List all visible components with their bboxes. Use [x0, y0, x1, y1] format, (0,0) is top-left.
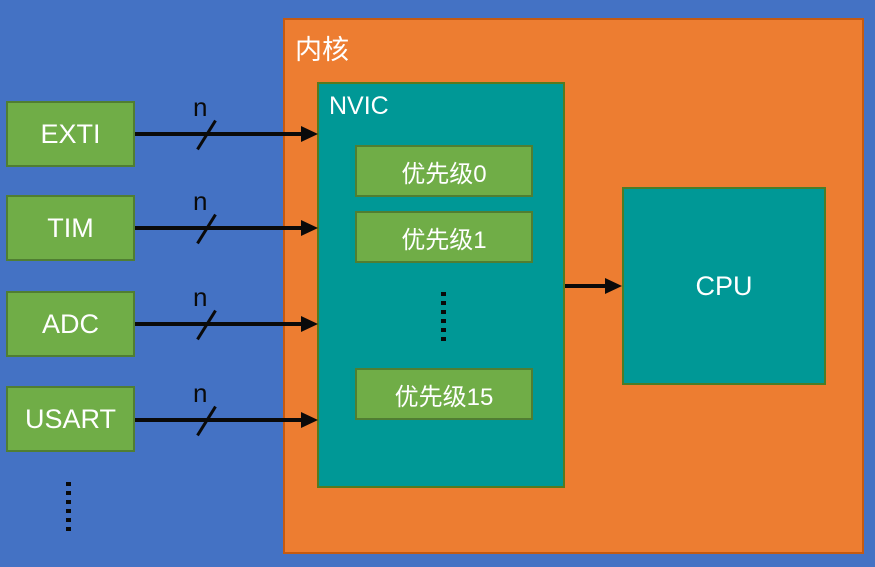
arrow-shaft	[565, 284, 608, 288]
priority-label-1: 优先级1	[401, 226, 487, 254]
cpu-box: CPU	[622, 187, 826, 385]
peripheral-label-adc: ADC	[41, 308, 99, 339]
vertical-ellipsis-icon	[66, 482, 71, 531]
priority-box-1: 优先级1	[355, 211, 533, 263]
arrow-tim-to-nvic: n	[135, 186, 318, 245]
arrowhead-icon	[301, 126, 318, 142]
peripheral-label-exti: EXTI	[40, 118, 101, 149]
arrow-exti-to-nvic: n	[135, 92, 318, 151]
bus-width-label: n	[193, 186, 208, 216]
peripheral-box-usart: USART	[6, 386, 135, 452]
arrow-nvic-to-cpu	[565, 278, 622, 294]
peripheral-label-usart: USART	[24, 403, 117, 434]
kernel-box: 内核 NVIC 优先级0 优先级1 优先级15 CPU	[283, 18, 864, 554]
arrowhead-icon	[301, 412, 318, 428]
arrow-shaft	[135, 418, 304, 422]
vertical-ellipsis-icon	[441, 292, 446, 341]
kernel-label: 内核	[295, 35, 349, 65]
arrowhead-icon	[605, 278, 622, 294]
peripheral-label-tim: TIM	[47, 212, 94, 243]
nvic-label: NVIC	[329, 92, 389, 120]
peripheral-box-exti: EXTI	[6, 101, 135, 167]
arrow-shaft	[135, 322, 304, 326]
arrowhead-icon	[301, 316, 318, 332]
bus-width-label: n	[193, 92, 208, 122]
bus-width-label: n	[193, 282, 208, 312]
priority-label-0: 优先级0	[401, 160, 487, 188]
peripheral-box-tim: TIM	[6, 195, 135, 261]
arrowhead-icon	[301, 220, 318, 236]
priority-label-15: 优先级15	[394, 383, 494, 411]
priority-box-0: 优先级0	[355, 145, 533, 197]
arrow-adc-to-nvic: n	[135, 282, 318, 341]
arrow-shaft	[135, 132, 304, 136]
nvic-box: NVIC 优先级0 优先级1 优先级15	[317, 82, 565, 488]
arrow-shaft	[135, 226, 304, 230]
peripheral-box-adc: ADC	[6, 291, 135, 357]
bus-width-label: n	[193, 378, 208, 408]
priority-box-15: 优先级15	[355, 368, 533, 420]
cpu-label: CPU	[695, 270, 753, 301]
arrow-usart-to-nvic: n	[135, 378, 318, 437]
